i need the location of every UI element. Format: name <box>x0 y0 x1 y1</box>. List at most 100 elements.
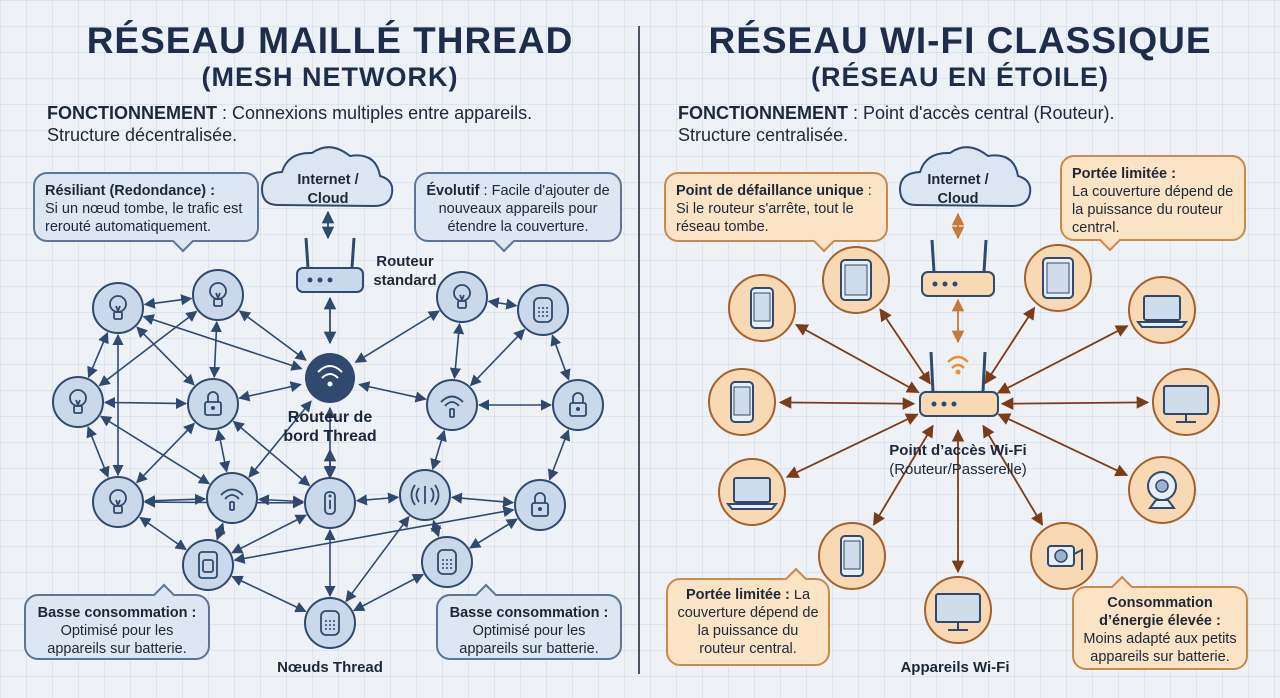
right-cloud-label-line1: Internet / <box>927 172 989 188</box>
mesh-link-i-l <box>469 518 518 549</box>
bubble-energy-title: Consommation d’énergie élevée : <box>1099 595 1221 629</box>
wifi-device-phone-icon <box>728 274 796 342</box>
thread-nodes-label: Nœuds Thread <box>277 659 383 676</box>
left-operation: FONCTIONNEMENT : Connexions multiples en… <box>47 102 607 146</box>
border-router-label: Routeur de bord Thread <box>272 408 388 446</box>
wifi-device-phone-icon <box>708 368 776 436</box>
mesh-link-o-z <box>358 381 427 403</box>
star-link-1 <box>879 308 931 385</box>
mesh-link-h-o <box>430 429 447 471</box>
right-router-icon <box>921 239 995 297</box>
star-link-4 <box>778 396 916 410</box>
mesh-link-a-b <box>143 294 193 309</box>
left-cloud-icon <box>260 146 394 208</box>
access-point-label-line2: (Routeur/Passerelle) <box>889 461 1027 478</box>
bubble-limited-range-top: Portée limitée : La couverture dépend de… <box>1060 155 1246 252</box>
mesh-link-d-f <box>214 429 231 473</box>
wifi-device-laptop-icon <box>1128 276 1196 344</box>
thread-node-wifi-icon <box>426 379 478 431</box>
mesh-link-k-h <box>345 515 410 603</box>
mesh-link-a-z <box>142 314 303 371</box>
left-title: RÉSEAU MAILLÉ THREAD <box>86 20 574 61</box>
thread-node-sensor-icon <box>421 536 473 588</box>
mesh-link-c-f <box>99 415 211 485</box>
thread-nodes <box>52 269 604 649</box>
right-subtitle: (RÉSEAU EN ÉTOILE) <box>810 62 1110 92</box>
wifi-devices <box>708 244 1220 644</box>
star-link-0 <box>795 323 920 394</box>
bubble-limited-range-bottom: Portée limitée : La couverture dépend de… <box>666 567 830 666</box>
bubble-spof-text: : Si le routeur s'arrête, tout le réseau… <box>676 183 872 235</box>
left-subtitle: (MESH NETWORK) <box>201 62 459 92</box>
mesh-link-c-d <box>103 396 188 410</box>
star-link-3 <box>996 325 1129 394</box>
thread-node-radio-icon <box>399 469 451 521</box>
wifi-device-camera-icon <box>1030 522 1098 590</box>
right-cloud-label: Internet / Cloud <box>904 171 1012 209</box>
right-cloud-icon <box>898 146 1032 208</box>
mesh-link-j-i <box>233 506 515 564</box>
star-link-2 <box>984 306 1036 385</box>
bubble-scalable-text: : Facile d'ajouter de nouveaux appareils… <box>438 183 610 235</box>
thread-node-lock-icon <box>187 378 239 430</box>
bubble-lowpower-left: Basse consommation : Optimisé pour les a… <box>24 583 210 660</box>
mesh-link-c-e <box>86 426 110 478</box>
bubble-single-point-of-failure: Point de défaillance unique : Si le rout… <box>664 172 888 253</box>
access-point-label-line1: Point d’accès Wi-Fi <box>889 442 1027 459</box>
bubble-energy-text: Moins adapté aux petits appareils sur ba… <box>1083 631 1237 665</box>
thread-node-bulb-icon <box>436 271 488 323</box>
wifi-device-tablet-icon <box>1024 244 1092 312</box>
wifi-devices-label: Appareils Wi-Fi <box>900 659 1010 676</box>
bubble-range-top-title: Portée limitée : <box>1072 166 1176 182</box>
standard-router-label-line1: Routeur <box>376 253 434 270</box>
right-title: RÉSEAU WI-FI CLASSIQUE <box>708 20 1212 61</box>
mesh-link-j-f <box>214 522 226 541</box>
thread-node-bulb-icon <box>92 476 144 528</box>
wifi-device-tablet-icon <box>822 246 890 314</box>
standard-router-label-line2: standard <box>373 272 437 289</box>
right-operation-line1: : Point d'accès central (Routeur). <box>848 103 1115 123</box>
bubble-lowpower-left-title: Basse consommation : <box>37 605 197 621</box>
mesh-link-d-e <box>136 422 195 484</box>
mesh-link-f-g <box>257 494 305 507</box>
left-cloud-label-line2: Cloud <box>307 191 349 207</box>
mesh-link-m-z <box>354 310 440 363</box>
star-link-10 <box>982 424 1044 526</box>
mesh-link-j-k <box>231 575 307 613</box>
mesh-link-g-h <box>355 492 400 506</box>
star-link-5 <box>1000 396 1150 410</box>
mesh-link-b-z <box>238 310 307 361</box>
star-link-7 <box>997 413 1129 477</box>
wifi-device-phone-icon <box>818 522 886 590</box>
left-router-icon <box>296 237 364 293</box>
left-operation-line1: : Connexions multiples entre appareils. <box>217 103 533 123</box>
mesh-link-i-p <box>547 429 571 481</box>
thread-node-lock-icon <box>552 379 604 431</box>
bubble-range-bottom-text: La couverture dépend de la puissance du … <box>677 587 819 657</box>
mesh-link-h-i <box>450 492 515 508</box>
access-point-label: Point d’accès Wi-Fi (Routeur/Passerelle) <box>868 441 1048 479</box>
mesh-link-n-p <box>550 334 571 381</box>
mesh-link-n-o <box>469 328 526 387</box>
bubble-range-top-text: La couverture dépend de la puissance du … <box>1072 184 1234 236</box>
mesh-link-f-z <box>248 400 312 478</box>
thread-node-bulb-icon <box>192 269 244 321</box>
thread-node-bulb-icon <box>92 282 144 334</box>
bubble-scalable: Évolutif : Facile d'ajouter de nouveaux … <box>414 172 622 253</box>
bubble-scalable-title: Évolutif <box>426 183 480 199</box>
thread-node-sensor-icon <box>304 597 356 649</box>
bubble-lowpower-left-text: Optimisé pour les appareils sur batterie… <box>47 623 187 657</box>
mesh-link-e-j <box>139 516 187 551</box>
thread-node-lock-icon <box>514 479 566 531</box>
left-operation-line2: Structure décentralisée. <box>47 125 238 145</box>
right-cloud-label-line2: Cloud <box>937 191 979 207</box>
mesh-link-e-f <box>143 493 207 507</box>
border-router-label-line2: bord Thread <box>283 428 377 445</box>
left-cloud-label: Internet / Cloud <box>276 171 380 209</box>
mesh-links <box>86 294 571 613</box>
center-divider <box>638 26 640 674</box>
bubble-lowpower-right-title: Basse consommation : <box>449 605 609 621</box>
thread-node-bulb-icon <box>52 376 104 428</box>
mesh-link-b-d <box>209 320 222 379</box>
